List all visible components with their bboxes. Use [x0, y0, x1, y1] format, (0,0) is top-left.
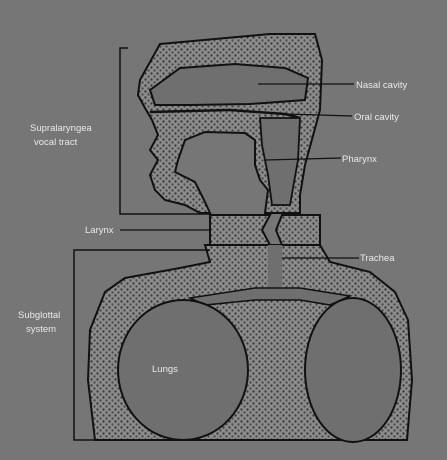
label-nasal-cavity: Nasal cavity	[356, 80, 407, 91]
label-pharynx: Pharynx	[342, 154, 377, 165]
larynx-block	[210, 215, 270, 245]
label-larynx: Larynx	[85, 225, 114, 236]
label-lungs: Lungs	[152, 364, 178, 375]
label-supralaryngeal-2: vocal tract	[34, 137, 78, 148]
label-subglottal-2: system	[26, 324, 56, 335]
label-oral-cavity: Oral cavity	[354, 112, 399, 123]
right-lung	[305, 298, 401, 442]
label-supralaryngeal-1: Supralaryngea	[30, 123, 93, 134]
label-trachea: Trachea	[360, 253, 395, 264]
larynx-block-right	[276, 215, 320, 245]
label-subglottal-1: Subglottal	[18, 310, 60, 321]
left-lung	[118, 300, 248, 440]
